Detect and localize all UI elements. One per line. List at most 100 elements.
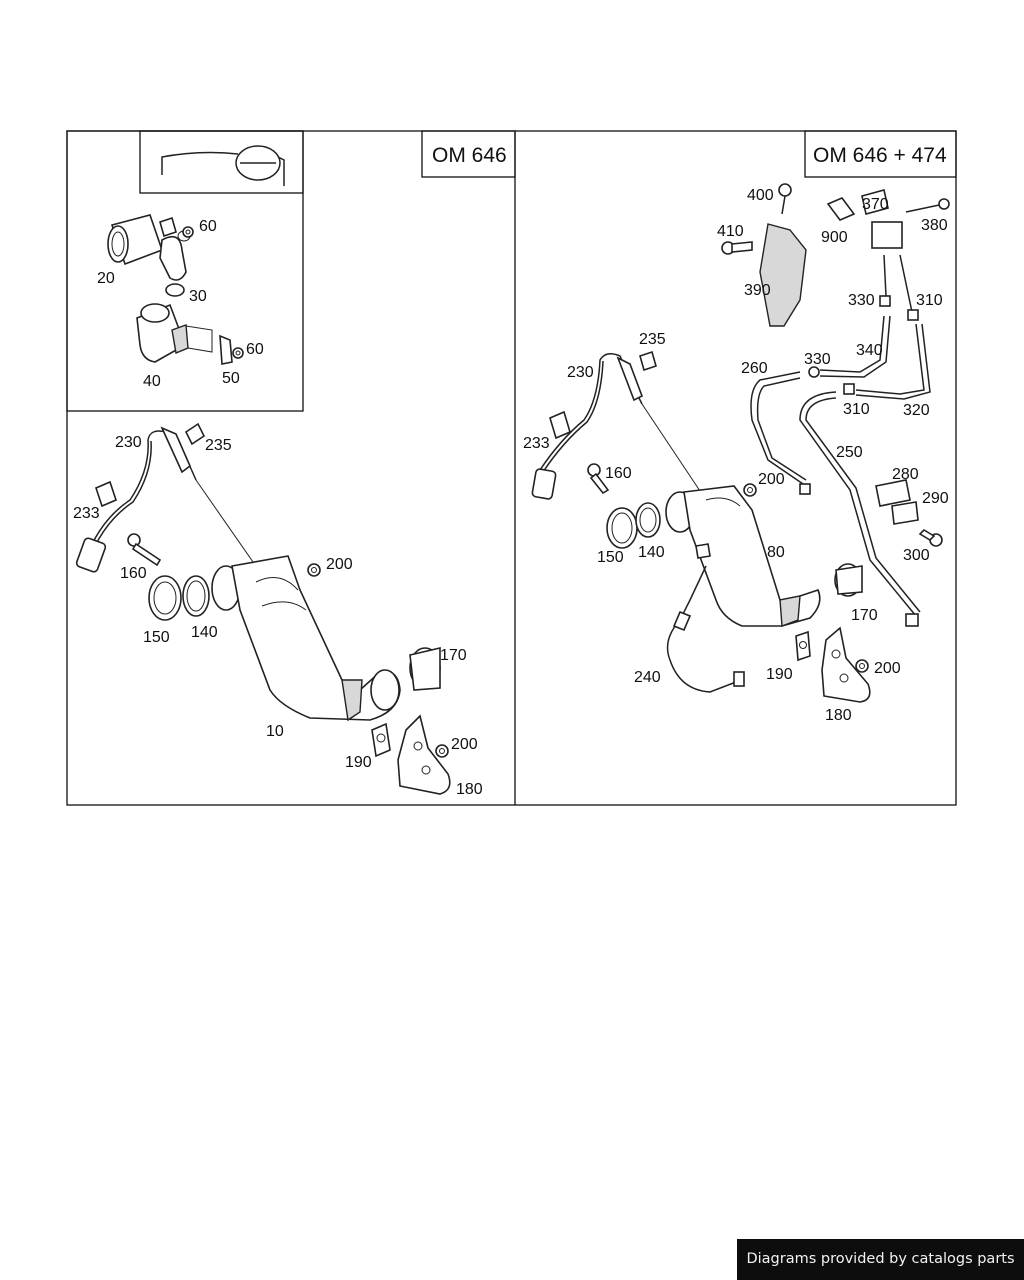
right-callouts: 400 370 380 410 900 390 330 310 235 340 …	[523, 187, 949, 724]
right-pipe-250	[799, 391, 921, 627]
callout-label: 200	[451, 736, 478, 753]
right-bracket-180	[821, 626, 871, 703]
callout-label: 900	[821, 229, 848, 246]
right-pipe-260	[750, 371, 811, 495]
left-bolt-160	[127, 533, 162, 567]
callout-label: 140	[638, 544, 665, 561]
callout-label: 330	[804, 351, 831, 368]
callout-label: 230	[115, 434, 142, 451]
inset-clamp-30	[165, 283, 185, 297]
right-clip-233	[549, 410, 571, 440]
callout-label: 230	[567, 364, 594, 381]
right-hose-330-310	[879, 254, 919, 321]
callout-label: 200	[874, 660, 901, 677]
callout-label: 160	[120, 565, 147, 582]
engine-symbol-icon	[161, 145, 285, 186]
right-gasket-140	[635, 502, 661, 538]
callout-label: 280	[892, 466, 919, 483]
callout-label: 160	[605, 465, 632, 482]
right-connectors-330-310	[808, 366, 855, 395]
callout-label: 170	[851, 607, 878, 624]
callout-label: 300	[903, 547, 930, 564]
left-clip-190	[371, 722, 391, 758]
callout-label: 150	[597, 549, 624, 566]
left-clamp-170	[409, 646, 441, 691]
right-oxygen-sensor-230	[531, 353, 707, 501]
callout-label: 180	[456, 781, 483, 798]
left-nut-200-top	[307, 563, 321, 577]
callout-label: 30	[189, 288, 207, 305]
left-clamp-150	[148, 575, 182, 621]
callout-label: 20	[97, 270, 115, 287]
left-oxygen-sensor-230	[75, 426, 263, 576]
right-temp-sensor-240	[666, 565, 745, 693]
inset-panel	[66, 130, 304, 412]
callout-label: 290	[922, 490, 949, 507]
inset-nut-60-top	[182, 226, 194, 238]
callout-label: 235	[639, 331, 666, 348]
callout-label: 80	[767, 544, 785, 561]
right-pipe-340	[819, 315, 891, 378]
callout-label: 140	[191, 624, 218, 641]
right-panel-title-box: OM 646 + 474	[804, 130, 957, 178]
callout-label: 10	[266, 723, 284, 740]
callout-label: 233	[523, 435, 550, 452]
callout-label: 60	[246, 341, 264, 358]
right-nut-200-bottom	[855, 659, 869, 673]
right-bracket-290	[891, 501, 919, 525]
footer-credit-badge: Diagrams provided by catalogs parts	[737, 1239, 1024, 1280]
right-pipe-320	[855, 323, 931, 400]
callout-label: 340	[856, 342, 883, 359]
inset-pipe-bend	[159, 230, 191, 281]
left-gasket-140	[182, 575, 210, 617]
right-nut-200-top	[743, 483, 757, 497]
left-nut-200-bottom	[435, 744, 449, 758]
callout-label: 390	[744, 282, 771, 299]
callout-label: 260	[741, 360, 768, 377]
left-panel-title-box: OM 646	[421, 130, 516, 178]
right-bolt-410	[721, 241, 753, 255]
left-clip-233	[95, 480, 117, 508]
callout-label: 320	[903, 402, 930, 419]
callout-label: 50	[222, 370, 240, 387]
callout-label: 370	[862, 196, 889, 213]
left-callouts: 230 235 233 160 200 150 140 170 10 200 1…	[73, 434, 483, 798]
callout-label: 240	[634, 669, 661, 686]
callout-label: 310	[916, 292, 943, 309]
left-panel-title: OM 646	[432, 144, 507, 167]
callout-label: 170	[440, 647, 467, 664]
callout-label: 200	[326, 556, 353, 573]
right-clip-235	[639, 350, 657, 372]
left-bracket-180	[397, 714, 451, 795]
callout-label: 190	[766, 666, 793, 683]
left-clip-235	[184, 422, 206, 446]
inset-bracket-50	[219, 334, 233, 365]
right-panel-title: OM 646 + 474	[813, 144, 947, 167]
callout-label: 60	[199, 218, 217, 235]
right-clamp-170	[834, 563, 863, 597]
right-bolt-160	[587, 463, 610, 495]
right-bolt-400	[778, 183, 792, 215]
callout-label: 410	[717, 223, 744, 240]
right-clip-190	[795, 630, 811, 662]
callout-label: 400	[747, 187, 774, 204]
inset-dpf-40	[136, 303, 213, 363]
inset-callouts: 60 20 30 60 40 50	[97, 218, 264, 390]
callout-label: 310	[843, 401, 870, 418]
callout-label: 235	[205, 437, 232, 454]
callout-label: 40	[143, 373, 161, 390]
callout-label: 233	[73, 505, 100, 522]
callout-label: 250	[836, 444, 863, 461]
right-clamp-150	[606, 507, 638, 549]
right-heat-shield-390	[759, 223, 807, 327]
right-bolt-300	[918, 528, 943, 547]
callout-label: 180	[825, 707, 852, 724]
right-bracket-280	[875, 479, 911, 507]
callout-label: 190	[345, 754, 372, 771]
right-pressure-sensor-370	[826, 189, 950, 249]
inset-catalyst-20	[107, 214, 177, 266]
left-dpf-10	[211, 555, 401, 722]
callout-label: 330	[848, 292, 875, 309]
inset-nut-60-bottom	[232, 347, 244, 359]
